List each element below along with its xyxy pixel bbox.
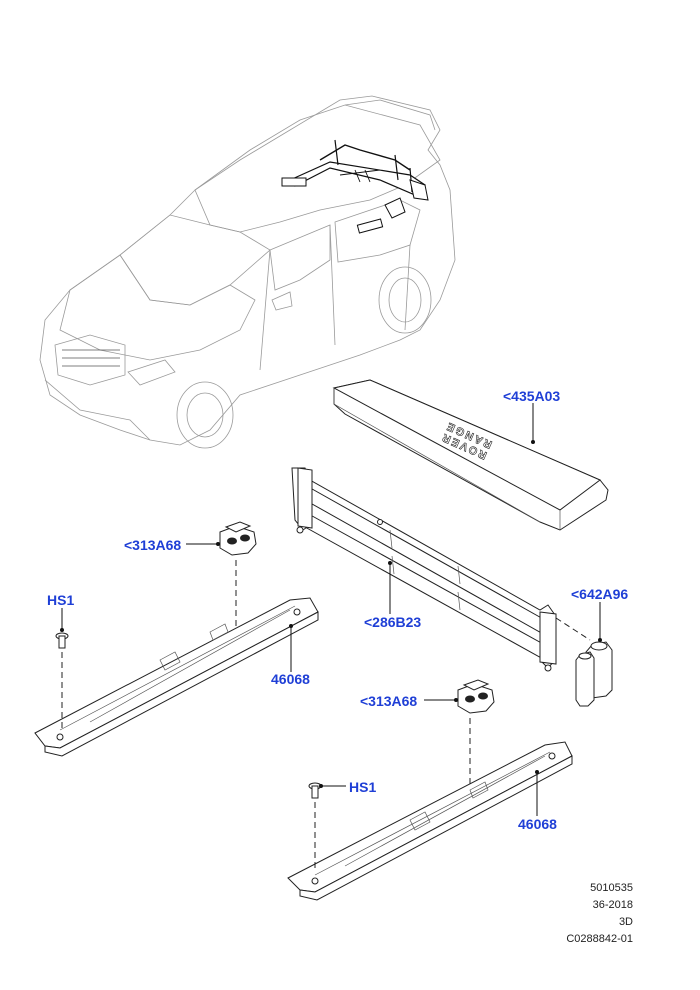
callout-pin[interactable]: <642A96 xyxy=(571,586,629,602)
callout-frame[interactable]: <286B23 xyxy=(364,614,422,630)
screw-hs1-left[interactable] xyxy=(55,632,69,649)
callout-hs1-left[interactable]: HS1 xyxy=(47,592,75,608)
callout-rail-left[interactable]: 46068 xyxy=(271,671,310,687)
pivot-pin[interactable] xyxy=(575,641,613,707)
panel-logo: RANGE ROVER xyxy=(439,419,495,462)
trim-panel[interactable] xyxy=(332,379,609,531)
date-code: 36-2018 xyxy=(592,899,633,911)
seat-frame[interactable] xyxy=(291,467,557,672)
callout-trim-panel[interactable]: <435A03 xyxy=(503,388,561,404)
roof-frame-detail xyxy=(281,139,429,234)
vehicle-illustration xyxy=(39,95,456,449)
callout-rail-right[interactable]: 46068 xyxy=(518,816,557,832)
callout-bracket-upper[interactable]: <313A68 xyxy=(124,537,182,553)
screw-hs1-right[interactable] xyxy=(308,782,322,799)
rail-right[interactable] xyxy=(287,741,573,901)
bracket-lower[interactable] xyxy=(457,679,495,714)
view-label: 3D xyxy=(618,916,633,928)
illustration-id: C0288842-01 xyxy=(566,933,633,945)
bracket-upper[interactable] xyxy=(219,521,257,556)
callout-hs1-right[interactable]: HS1 xyxy=(349,779,377,795)
callout-bracket-lower[interactable]: <313A68 xyxy=(360,693,418,709)
ref-number: 5010535 xyxy=(590,882,633,894)
reference-block: 5010535 36-2018 3D C0288842-01 xyxy=(566,880,633,948)
rail-left[interactable] xyxy=(34,597,319,757)
